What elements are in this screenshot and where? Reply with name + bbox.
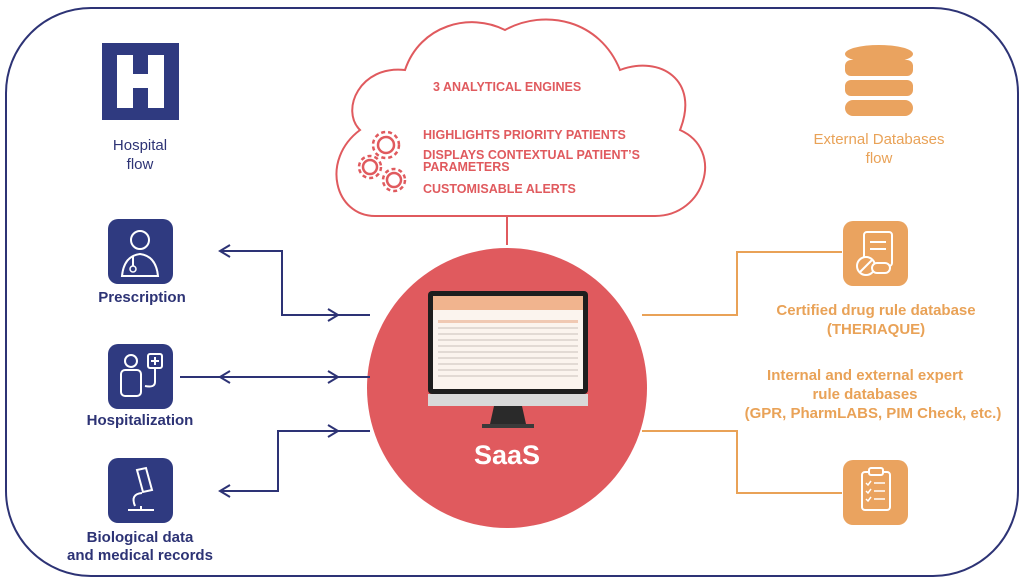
hospitalization-label: Hospitalization <box>86 412 194 429</box>
right-connectors <box>642 251 842 494</box>
external-db-flow-line1: External Databases <box>813 131 945 148</box>
expert-rules-label-line1: Internal and external expert <box>767 367 963 384</box>
hospital-flow-line2: flow <box>126 156 154 173</box>
expert-rules-label-line3: (GPR, PharmLABS, PIM Check, etc.) <box>744 405 1002 422</box>
patient-iv-icon <box>108 344 173 409</box>
cloud-shape <box>335 18 707 217</box>
cloud-item-2: DISPLAYS CONTEXTUAL PATIENT’S <box>423 148 640 162</box>
cloud-title: 3 ANALYTICAL ENGINES <box>433 80 582 94</box>
prescription-label: Prescription <box>98 289 186 306</box>
hospital-icon <box>102 43 179 120</box>
biological-data-label-line2: and medical records <box>67 547 213 564</box>
cloud-item-2b: PARAMETERS <box>423 160 510 174</box>
theriaque-label-line2: (THERIAQUE) <box>826 321 926 338</box>
saas-label: SaaS <box>473 440 541 470</box>
external-db-flow-line2: flow <box>865 150 893 167</box>
cloud-item-3: CUSTOMISABLE ALERTS <box>423 182 576 196</box>
gears-icon <box>357 130 407 193</box>
expert-rules-label-line2: rule databases <box>812 386 918 403</box>
monitor-icon <box>428 291 588 428</box>
microscope-icon <box>108 458 173 523</box>
theriaque-label-line1: Certified drug rule database <box>776 302 976 319</box>
clipboard-checklist-icon <box>843 460 908 525</box>
biological-data-label-line1: Biological data <box>86 529 194 546</box>
pills-document-icon <box>843 221 908 286</box>
outer-frame <box>5 7 1019 577</box>
hospital-flow-line1: Hospital <box>112 137 168 154</box>
left-connectors <box>180 244 370 498</box>
doctor-icon <box>108 219 173 284</box>
cloud-item-1: HIGHLIGHTS PRIORITY PATIENTS <box>423 128 626 142</box>
database-icon <box>845 45 913 116</box>
